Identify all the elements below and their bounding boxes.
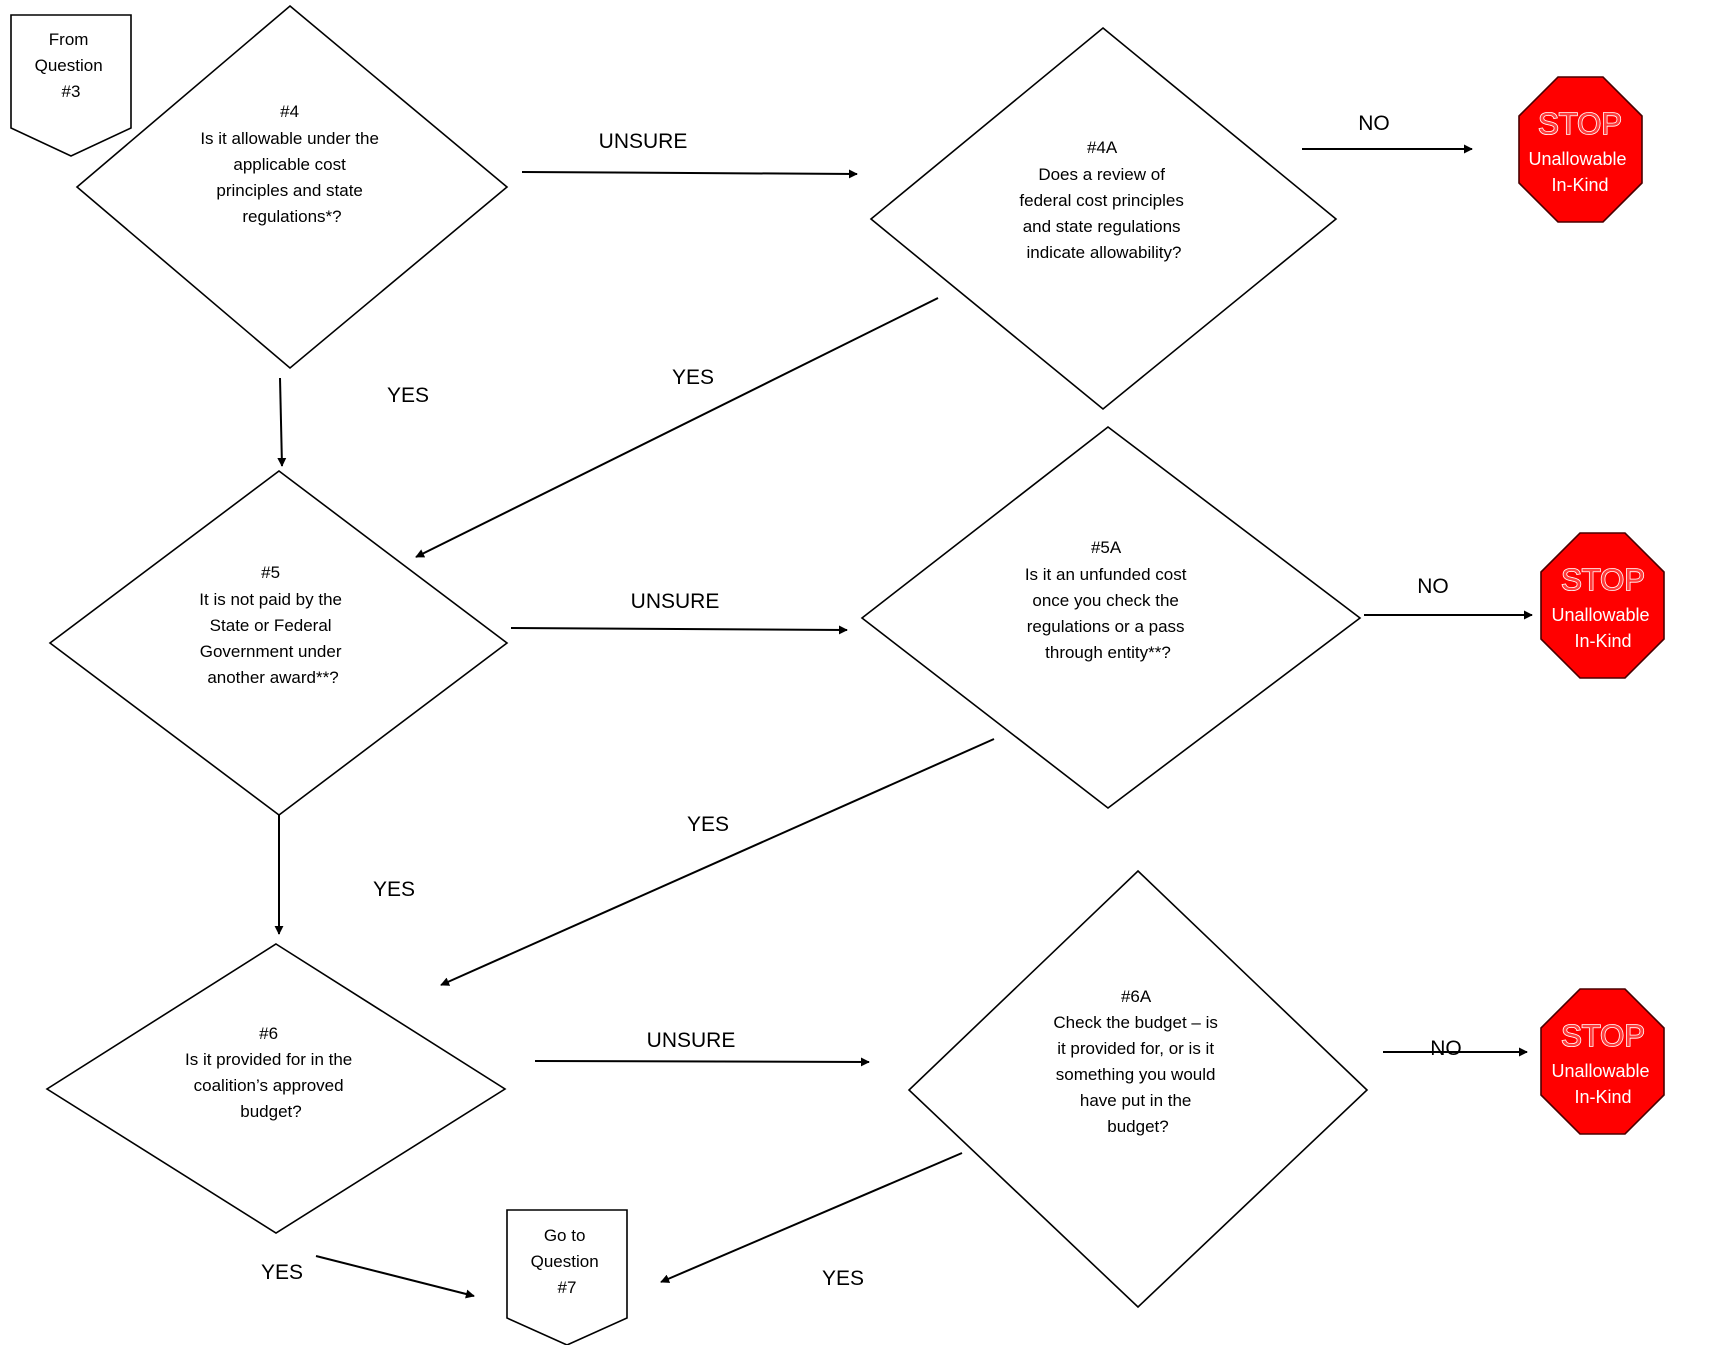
stop1-text: Unallowable In-Kind	[1528, 149, 1631, 195]
edge-label-q4a-q5: YES	[672, 366, 714, 389]
arrow-q5a-to-q6	[440, 738, 995, 986]
from-question-3-text: From Question #3	[35, 30, 108, 101]
q5-text: #5 It is not paid by the State or Federa…	[199, 563, 346, 687]
q5a-diamond	[860, 425, 1362, 810]
go-to-question-7-text: Go to Question #7	[531, 1226, 604, 1297]
arrow-q6a-to-q7	[660, 1152, 963, 1283]
go-to-question-7-connector	[506, 1209, 628, 1345]
q4-diamond	[75, 4, 509, 370]
q6a-diamond	[907, 869, 1369, 1309]
q5a-text: #5A Is it an unfunded cost once you chec…	[1025, 538, 1191, 662]
edge-label-q6a-stop3: NO	[1430, 1037, 1462, 1060]
q6-diamond	[45, 943, 507, 1234]
arrow-q4-to-q5	[277, 377, 287, 467]
edge-label-q6-q6a: UNSURE	[647, 1029, 736, 1052]
edge-label-q6a-q7: YES	[822, 1267, 864, 1290]
edge-label-q6-q7: YES	[261, 1261, 303, 1284]
arrow-q6-to-q7	[315, 1255, 475, 1299]
stop1-title: STOP	[1538, 106, 1622, 141]
stop-octagon-3	[1540, 988, 1665, 1135]
arrow-q6-to-q6a	[534, 1057, 870, 1067]
stop2-title: STOP	[1561, 562, 1645, 597]
arrow-q4-to-q4a	[521, 169, 858, 179]
stop-octagon-2	[1540, 532, 1665, 679]
edge-label-q5a-stop2: NO	[1417, 575, 1449, 598]
stop3-title: STOP	[1561, 1018, 1645, 1053]
edge-label-q4-q4a: UNSURE	[599, 130, 688, 153]
q6-text: #6 Is it provided for in the coalition’s…	[185, 1024, 357, 1121]
stop-octagon-1	[1518, 76, 1643, 223]
stop2-text: Unallowable In-Kind	[1551, 605, 1654, 651]
stop3-text: Unallowable In-Kind	[1551, 1061, 1654, 1107]
edge-label-q5-q5a: UNSURE	[631, 590, 720, 613]
q4a-text: #4A Does a review of federal cost princi…	[1019, 138, 1188, 262]
from-question-3-connector	[10, 14, 132, 157]
edge-label-q5a-q6: YES	[687, 813, 729, 836]
edge-label-q5-q6: YES	[373, 878, 415, 901]
arrow-q5-to-q5a	[510, 625, 848, 635]
arrow-q4a-to-q5	[415, 297, 939, 558]
q6a-text: #6A Check the budget – is it provided fo…	[1053, 987, 1222, 1136]
edge-label-q4a-stop1: NO	[1358, 112, 1390, 135]
q4a-diamond	[869, 26, 1338, 411]
edge-label-q4-q5: YES	[387, 384, 429, 407]
q4-text: #4 Is it allowable under the applicable …	[200, 102, 383, 226]
